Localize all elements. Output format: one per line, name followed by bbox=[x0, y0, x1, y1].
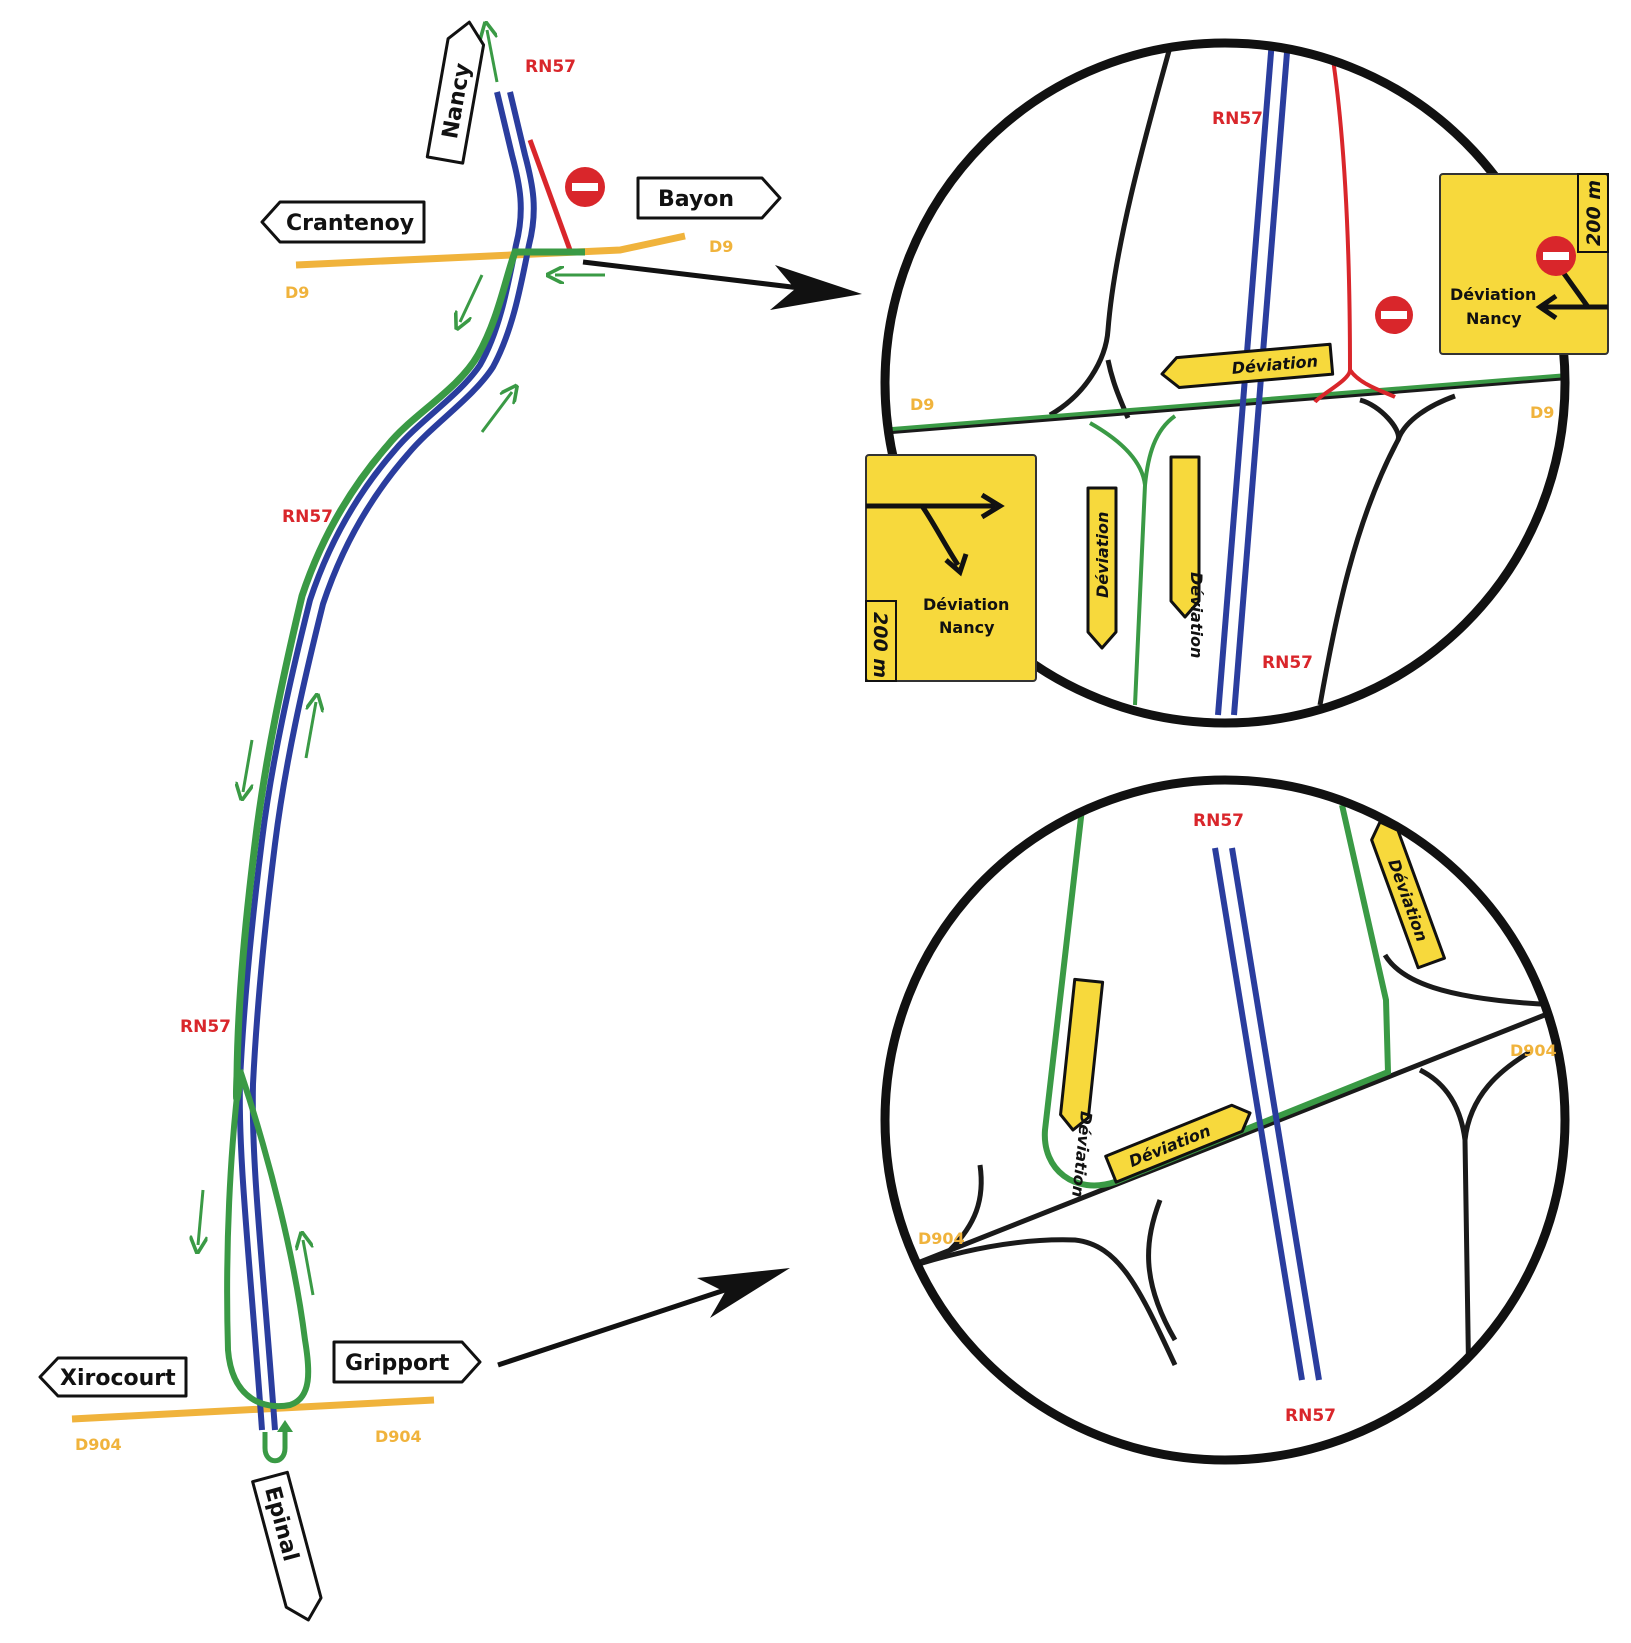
no-entry-icon bbox=[565, 167, 605, 207]
rn57-detail-label-top: RN57 bbox=[1212, 109, 1263, 129]
advance-panel-right: 200 m Déviation Nancy bbox=[1439, 173, 1609, 355]
sign-crantenoy: Crantenoy bbox=[260, 200, 426, 244]
deviation-sign-south-1-label: Déviation bbox=[1093, 512, 1112, 598]
panel-left-line2: Nancy bbox=[939, 618, 995, 637]
sign-bayon-label: Bayon bbox=[658, 187, 734, 212]
detour-route bbox=[232, 248, 585, 1103]
sign-crantenoy-label: Crantenoy bbox=[286, 211, 414, 236]
sign-gripport: Gripport bbox=[332, 1340, 482, 1384]
d9-road bbox=[295, 232, 686, 269]
deviation-sign-south-2-label: Déviation bbox=[1187, 572, 1206, 658]
callout-arrow-south bbox=[497, 1268, 790, 1368]
arrow-north-exit bbox=[487, 30, 499, 83]
arrow-north-3 bbox=[303, 1240, 315, 1296]
closed-slip-road bbox=[527, 139, 573, 251]
rn57-label-lower: RN57 bbox=[180, 1017, 231, 1037]
local-road-sw-3 bbox=[1146, 1199, 1178, 1342]
detour-south-branch-2 bbox=[1143, 414, 1177, 486]
d904-south-label-right: D904 bbox=[1510, 1041, 1557, 1060]
deviation-sign-south-1: Déviation bbox=[1086, 486, 1118, 650]
no-entry-icon bbox=[1536, 236, 1576, 276]
sign-xirocourt: Xirocourt bbox=[38, 1356, 188, 1398]
no-entry-icon bbox=[1375, 296, 1413, 334]
rn57-detail-label-bottom: RN57 bbox=[1262, 653, 1313, 673]
panel-right-line2: Nancy bbox=[1466, 309, 1522, 328]
arrow-south-2 bbox=[243, 739, 254, 792]
local-road-se-branch bbox=[1395, 393, 1456, 441]
rn57-motorway-right bbox=[249, 91, 537, 1431]
d9-label-left: D9 bbox=[285, 283, 309, 302]
advance-panel-left: Déviation Nancy 200 m bbox=[865, 454, 1037, 682]
d9-label-right: D9 bbox=[709, 237, 733, 256]
panel-right-distance: 200 m bbox=[1583, 180, 1605, 246]
sign-nancy: Nancy bbox=[425, 20, 486, 165]
closed-slip-detail bbox=[1313, 43, 1353, 404]
rn57-south-label-top: RN57 bbox=[1193, 811, 1244, 831]
local-road-ne bbox=[1382, 953, 1561, 1008]
deviation-sign-west: Déviation bbox=[1160, 342, 1335, 390]
d904-label-left: D904 bbox=[75, 1435, 122, 1454]
sign-xirocourt-label: Xirocourt bbox=[60, 1366, 176, 1391]
d904-label-right: D904 bbox=[375, 1427, 422, 1446]
d904-south-label-left: D904 bbox=[918, 1229, 965, 1248]
d9-detour-detail bbox=[885, 372, 1565, 432]
rn57-detail-left bbox=[1212, 847, 1305, 1381]
deviation-sign-3: Déviation bbox=[1370, 820, 1446, 970]
arrow-turn-right-icon bbox=[919, 504, 961, 567]
detail-south-junction: RN57 RN57 D904 D904 Déviation Déviation … bbox=[880, 775, 1570, 1465]
sign-epinal: Epinal bbox=[251, 1470, 323, 1622]
overview-map: RN57 RN57 RN57 D9 D9 D904 D904 Nancy Cra… bbox=[38, 19, 862, 1622]
d9-detail-label-right: D9 bbox=[1530, 403, 1554, 422]
d9-detail-label-left: D9 bbox=[910, 395, 934, 414]
rn57-label-top: RN57 bbox=[525, 57, 576, 77]
rn57-label-middle: RN57 bbox=[282, 507, 333, 527]
local-road-nw bbox=[1048, 43, 1175, 418]
d904-road-detail bbox=[899, 1002, 1565, 1273]
sign-gripport-label: Gripport bbox=[345, 1351, 450, 1376]
sign-bayon: Bayon bbox=[636, 176, 782, 220]
local-road-sw-2 bbox=[948, 1164, 984, 1252]
deviation-sign-south-2: Déviation bbox=[1169, 455, 1206, 658]
d904-road bbox=[71, 1396, 435, 1423]
rn57-detail-right bbox=[1229, 847, 1322, 1381]
detail-north-junction: RN57 RN57 D9 D9 Déviation Déviation Dévi… bbox=[865, 38, 1609, 728]
u-turn-arrow bbox=[262, 1432, 288, 1464]
panel-right-line1: Déviation bbox=[1450, 285, 1536, 304]
callout-arrow-north bbox=[582, 259, 862, 310]
local-road-e-2 bbox=[1462, 1049, 1532, 1141]
detour-loop bbox=[224, 1069, 312, 1410]
u-turn-arrowhead bbox=[277, 1420, 293, 1432]
arrow-north-2 bbox=[304, 702, 316, 759]
panel-left-line1: Déviation bbox=[923, 595, 1009, 614]
local-road-se bbox=[1317, 397, 1401, 706]
closed-slip-detail-branch bbox=[1348, 368, 1396, 399]
arrow-north-1 bbox=[480, 392, 512, 433]
arrow-south-3 bbox=[198, 1189, 203, 1245]
arrow-south-1 bbox=[460, 274, 484, 322]
rn57-south-label-bottom: RN57 bbox=[1285, 1406, 1336, 1426]
panel-left-distance: 200 m bbox=[869, 612, 891, 678]
local-road-sw-1 bbox=[899, 1237, 1178, 1367]
